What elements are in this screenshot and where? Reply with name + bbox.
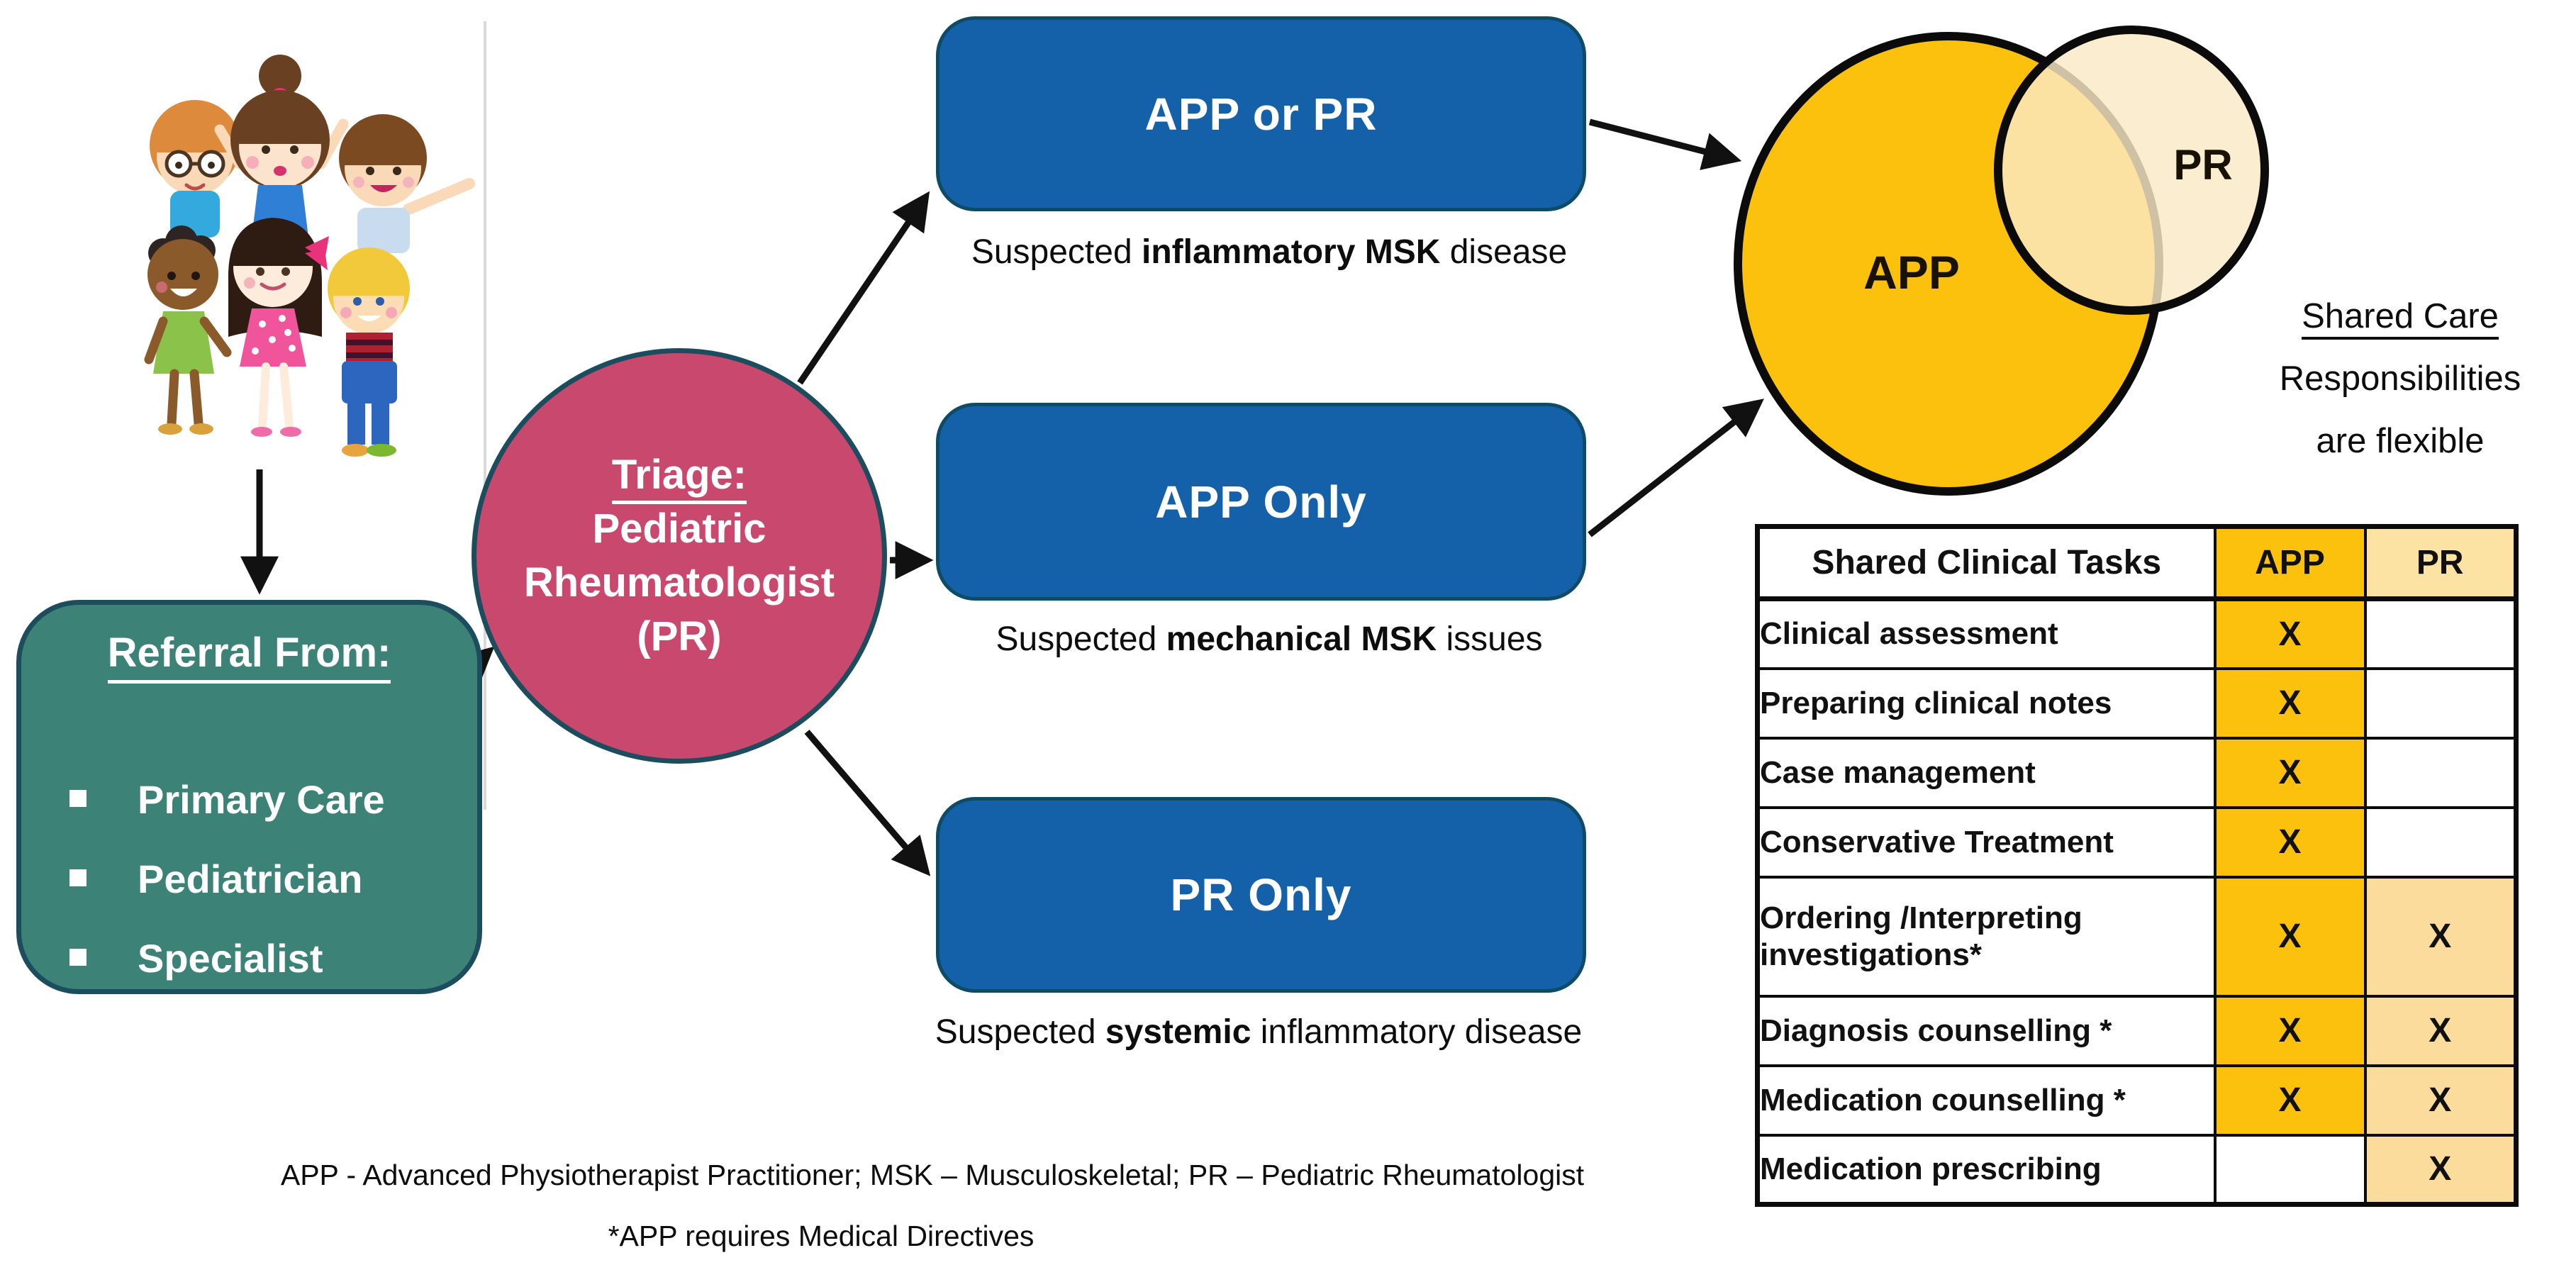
table-cell-task: Diagnosis counselling * (1756, 994, 2217, 1067)
table-row: Medication prescribing X (1756, 1133, 2518, 1206)
child-girl-green-dress (144, 225, 232, 435)
venn-diagram (1734, 26, 2269, 496)
arrow-triage-to-app-or-pr (797, 191, 930, 385)
table-cell-task: Case management (1756, 736, 2217, 809)
shared-care-note-line3: are flexible (2316, 422, 2485, 460)
table-row: Clinical assessment X (1756, 597, 2518, 670)
bullet-square-icon (69, 869, 87, 887)
venn-app-label: APP (1863, 246, 1960, 299)
pathway-label: APP Only (1155, 476, 1367, 528)
arrow-app-only-to-venn (1588, 399, 1764, 537)
referral-from-box: Referral From: Primary Care Pediatrician… (16, 600, 482, 994)
table-cell-pr (2363, 597, 2518, 670)
table-cell-app (2213, 1133, 2367, 1206)
table-cell-app: X (2213, 736, 2367, 809)
bullet-square-icon (69, 790, 87, 808)
table-cell-task: Preparing clinical notes (1756, 667, 2217, 740)
table-header-pr: PR (2363, 525, 2518, 601)
table-cell-app: X (2213, 875, 2367, 998)
pathway-label: APP or PR (1144, 88, 1378, 140)
child-boy-blond (328, 247, 410, 457)
table-cell-app: X (2213, 994, 2367, 1067)
venn-pr-circle (1994, 26, 2269, 315)
table-header-row: Shared Clinical Tasks APP PR (1756, 525, 2518, 601)
abbreviations-footnote: APP - Advanced Physiotherapist Practitio… (280, 1159, 1585, 1191)
medical-directives-footnote: *APP requires Medical Directives (608, 1220, 1035, 1252)
shared-care-note-line2: Responsibilities (2279, 360, 2521, 398)
referral-from-title: Referral From: (21, 629, 477, 684)
table-cell-task: Clinical assessment (1756, 597, 2217, 670)
table-cell-app: X (2213, 806, 2367, 879)
pathway-caption-inflammatory: Suspected inflammatory MSK disease (971, 233, 1568, 271)
shared-care-note: Shared Care Responsibilities are flexibl… (2226, 285, 2574, 472)
triage-line-2: Rheumatologist (523, 559, 835, 606)
triage-circle-text: Triage: Pediatric Rheumatologist (PR) (524, 448, 835, 664)
referral-item-specialist: Specialist (69, 919, 477, 998)
pathway-box-app-or-pr: APP or PR (936, 16, 1586, 211)
child-girl-bun (214, 55, 349, 243)
table-row: Medication counselling * X X (1756, 1064, 2518, 1137)
table-cell-task: Medication prescribing (1756, 1133, 2217, 1206)
table-cell-app: X (2213, 597, 2367, 670)
shared-care-note-line1: Shared Care (2302, 297, 2499, 340)
table-row: Conservative Treatment X (1756, 806, 2518, 879)
arrow-triage-to-pr-only (804, 730, 931, 876)
pathway-box-app-only: APP Only (936, 403, 1586, 601)
table-cell-app: X (2213, 1064, 2367, 1137)
table-cell-pr (2363, 736, 2518, 809)
pathway-caption-systemic: Suspected systemic inflammatory disease (935, 1013, 1583, 1051)
divider-line (484, 21, 486, 810)
table-cell-task: Ordering /Interpreting investigations* (1756, 875, 2217, 998)
triage-line-1: Pediatric (592, 506, 766, 552)
table-cell-pr: X (2363, 1064, 2518, 1137)
pathway-box-pr-only: PR Only (936, 797, 1586, 993)
table-cell-pr (2363, 806, 2518, 879)
table-cell-pr: X (2363, 994, 2518, 1067)
arrow-app-or-pr-to-venn (1588, 118, 1742, 170)
table-row: Diagnosis counselling * X X (1756, 994, 2518, 1067)
table-cell-app: X (2213, 667, 2367, 740)
triage-circle: Triage: Pediatric Rheumatologist (PR) (472, 348, 887, 764)
table-row: Ordering /Interpreting investigations* X… (1756, 875, 2518, 998)
shared-clinical-tasks-table: Shared Clinical Tasks APP PR Clinical as… (1755, 524, 2519, 1207)
child-boy-brown (339, 114, 475, 253)
child-girl-pink-dress (228, 218, 329, 437)
table-header-tasks: Shared Clinical Tasks (1756, 525, 2217, 601)
table-row: Case management X (1756, 736, 2518, 809)
triage-title: Triage: (611, 452, 747, 504)
children-group-illustration (144, 55, 475, 457)
pathway-caption-mechanical: Suspected mechanical MSK issues (996, 620, 1543, 658)
referral-from-title-text: Referral From: (107, 630, 391, 684)
table-cell-pr (2363, 667, 2518, 740)
table-row: Preparing clinical notes X (1756, 667, 2518, 740)
referral-item-primary-care: Primary Care (69, 760, 477, 840)
flow-arrows (240, 118, 1764, 876)
referral-source-list: Primary Care Pediatrician Specialist (21, 760, 477, 998)
table-cell-pr: X (2363, 1133, 2518, 1206)
table-cell-task: Medication counselling * (1756, 1064, 2217, 1137)
venn-pr-label: PR (2173, 141, 2233, 189)
table-cell-task: Conservative Treatment (1756, 806, 2217, 879)
referral-item-pediatrician: Pediatrician (69, 840, 477, 919)
bullet-square-icon (69, 949, 87, 966)
triage-line-3: (PR) (637, 613, 722, 659)
pathway-label: PR Only (1170, 869, 1352, 920)
table-cell-pr: X (2363, 875, 2518, 998)
table-header-app: APP (2213, 525, 2367, 601)
